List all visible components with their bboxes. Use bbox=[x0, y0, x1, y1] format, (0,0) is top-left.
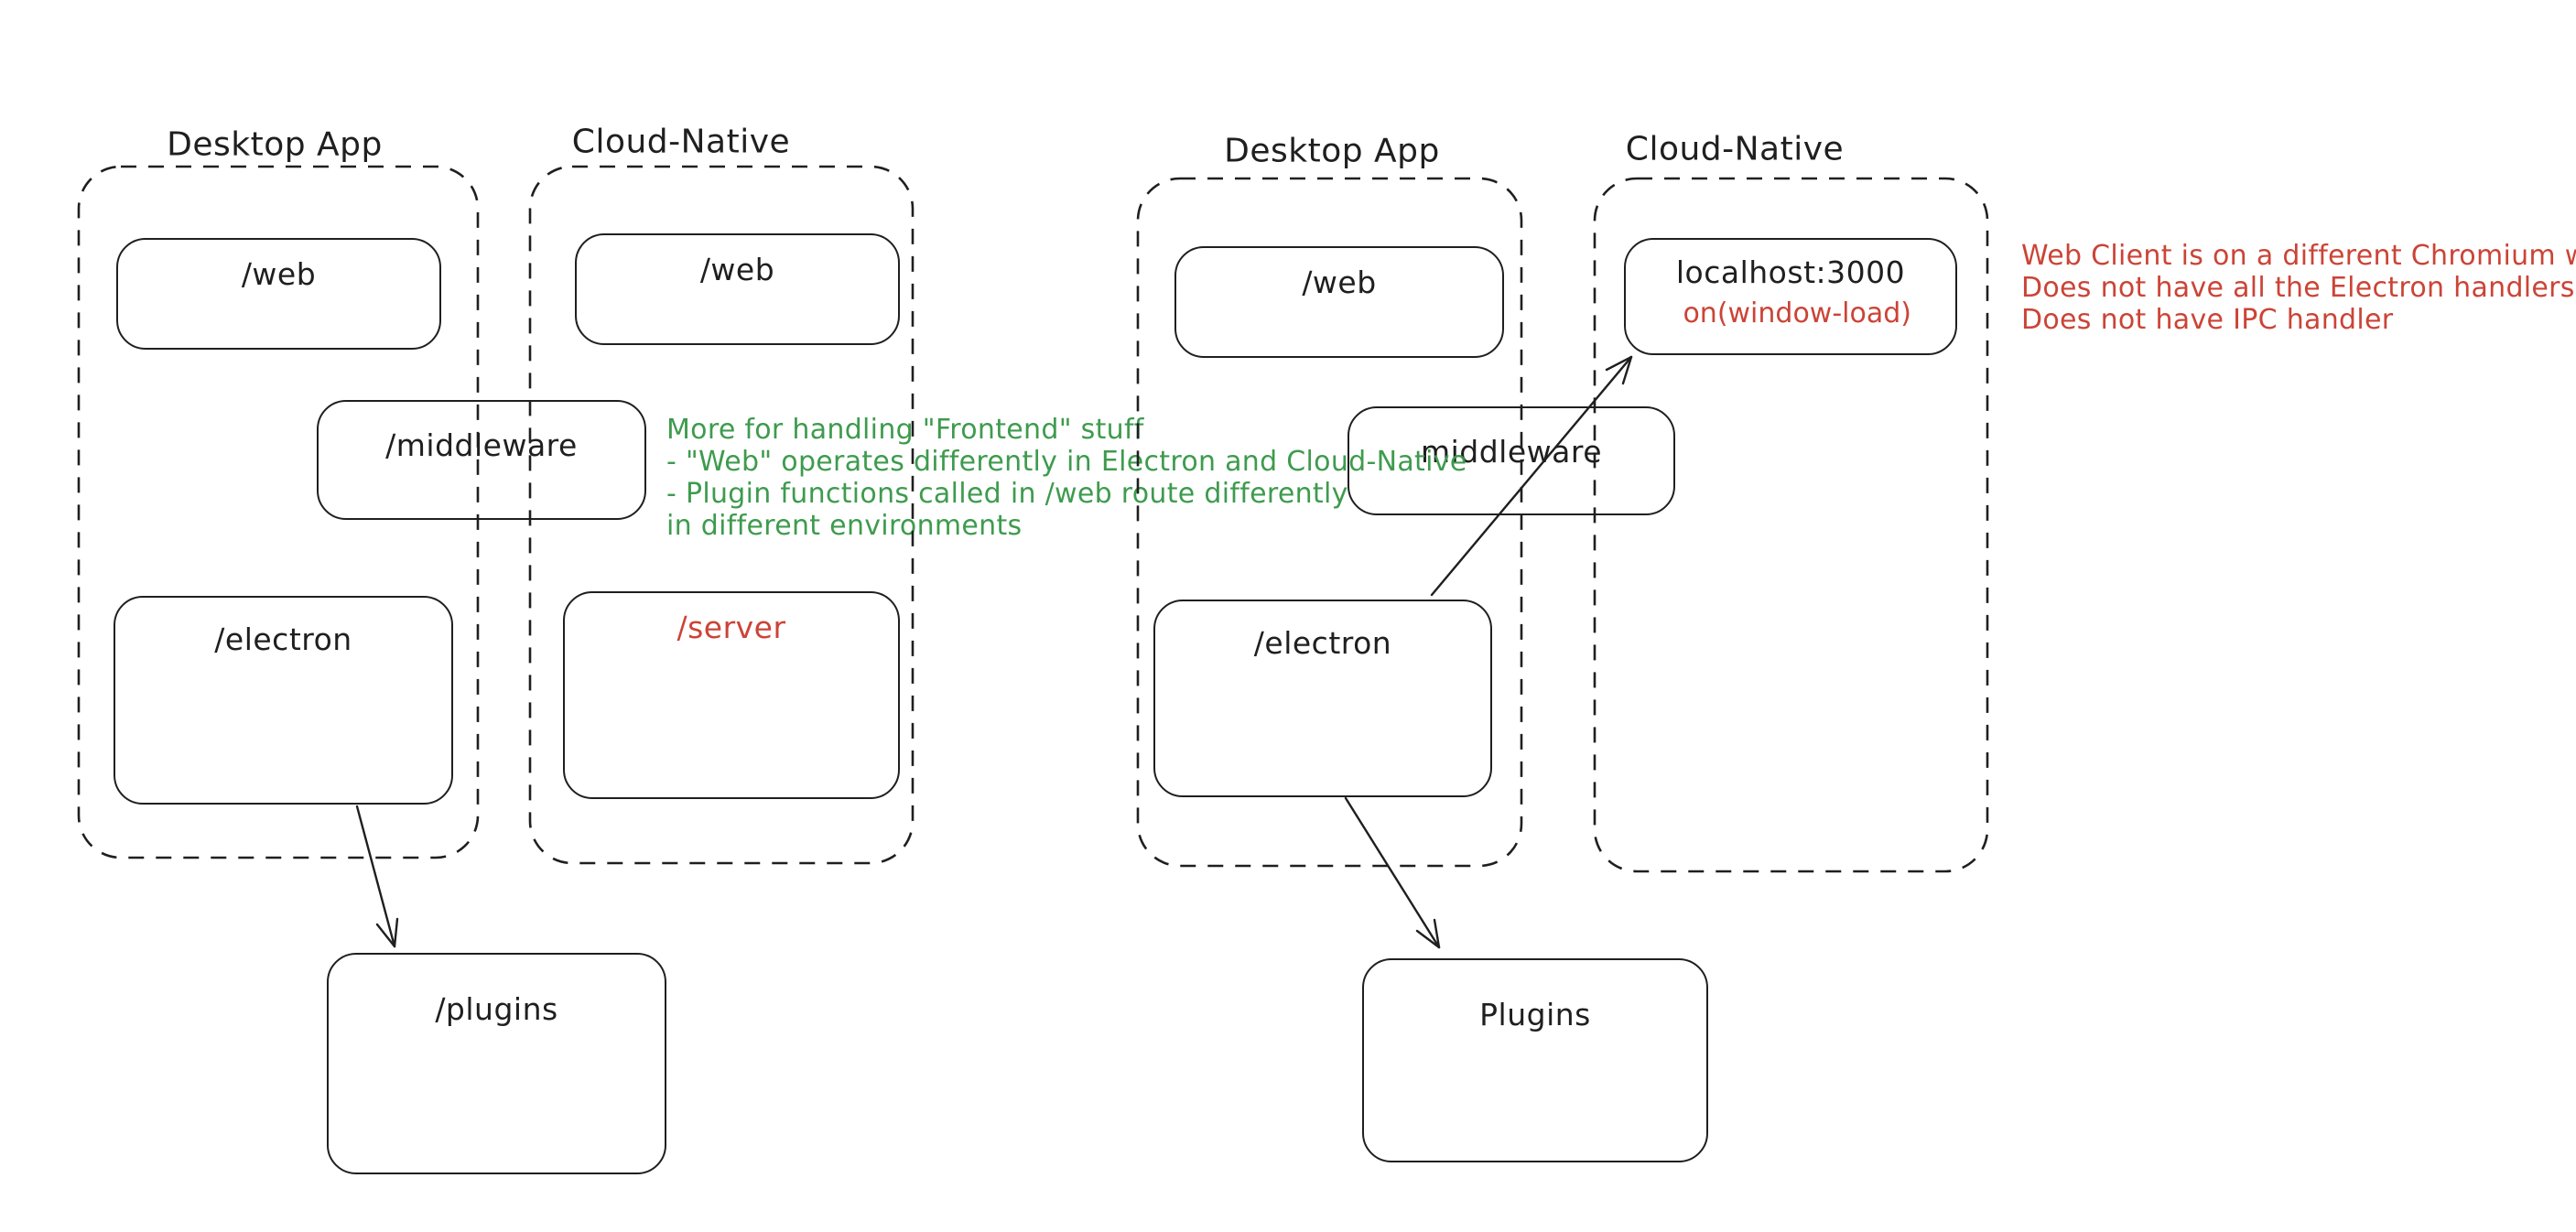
right-desktop-app-label: Desktop App bbox=[1224, 132, 1440, 170]
right-on-window-load-label: on(window-load) bbox=[1683, 297, 1911, 330]
left-middleware-label: /middleware bbox=[385, 427, 578, 463]
arrow-right-electron-to-plugins bbox=[1344, 796, 1441, 949]
left-desktop-app-label: Desktop App bbox=[167, 125, 383, 164]
green-note-line-2: - "Web" operates differently in Electron… bbox=[666, 446, 1467, 478]
right-red-note: Web Client is on a different Chromium wi… bbox=[2021, 240, 2576, 336]
green-note-line-1: More for handling "Frontend" stuff bbox=[666, 414, 1144, 446]
right-electron-box: /electron bbox=[1153, 600, 1492, 797]
red-note-line-2: Does not have all the Electron handlers bbox=[2021, 272, 2575, 304]
green-note-line-4: in different environments bbox=[666, 510, 1023, 542]
right-cloud-native-label: Cloud-Native bbox=[1625, 130, 1845, 168]
right-electron-label: /electron bbox=[1253, 625, 1392, 661]
left-middleware-box: /middleware bbox=[317, 400, 646, 520]
left-server-box: /server bbox=[563, 591, 900, 799]
left-electron-box: /electron bbox=[114, 596, 453, 805]
left-green-note: More for handling "Frontend" stuff - "We… bbox=[666, 414, 1467, 542]
right-web-desktop-box: /web bbox=[1174, 246, 1504, 358]
left-plugins-label: /plugins bbox=[435, 991, 558, 1027]
left-cloud-native-label: Cloud-Native bbox=[571, 123, 791, 161]
red-note-line-1: Web Client is on a different Chromium wi… bbox=[2021, 240, 2576, 272]
right-plugins-box: Plugins bbox=[1362, 958, 1708, 1162]
right-web-desktop-label: /web bbox=[1302, 265, 1377, 300]
left-web-cloud-box: /web bbox=[575, 233, 900, 345]
red-note-line-3: Does not have IPC handler bbox=[2021, 304, 2394, 336]
left-electron-label: /electron bbox=[214, 621, 352, 657]
right-plugins-label: Plugins bbox=[1479, 997, 1591, 1032]
green-note-line-3: - Plugin functions called in /web route … bbox=[666, 478, 1348, 510]
right-localhost-label: localhost:3000 bbox=[1675, 254, 1906, 290]
left-plugins-box: /plugins bbox=[327, 953, 666, 1174]
left-web-desktop-label: /web bbox=[241, 256, 317, 292]
left-server-label: /server bbox=[676, 610, 786, 645]
right-localhost-box: localhost:3000 on(window-load) bbox=[1624, 238, 1957, 355]
left-web-desktop-box: /web bbox=[116, 238, 441, 350]
arrow-left-electron-to-plugins bbox=[355, 805, 399, 948]
left-web-cloud-label: /web bbox=[699, 252, 775, 287]
